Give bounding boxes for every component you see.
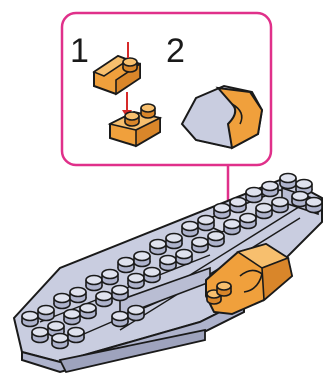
step-number-2: 2 <box>166 32 185 70</box>
nose-cone-piece-icon <box>180 84 264 150</box>
step-number-1: 1 <box>70 32 89 70</box>
step-callout-box: 1 2 <box>60 11 273 167</box>
boat-hull-assembly-icon <box>12 172 323 374</box>
orange-slope-brick-icon <box>92 42 163 148</box>
installed-orange-piece <box>205 242 294 316</box>
